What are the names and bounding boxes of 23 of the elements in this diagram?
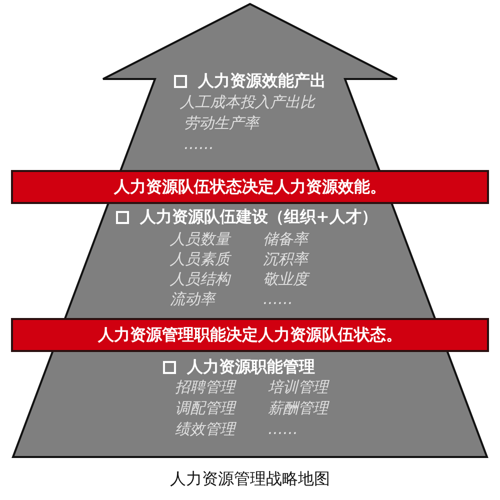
- metric-item: 流动率: [170, 291, 215, 308]
- metric-item: 人工成本投入产出比: [180, 94, 315, 110]
- statement-text: 人力资源队伍状态决定人力资源效能。: [114, 176, 386, 198]
- metric-item: 薪酬管理: [268, 400, 328, 416]
- metric-item: 人员结构: [170, 271, 230, 288]
- metric-item: 储备率: [263, 231, 308, 248]
- metric-item: 人员素质: [170, 251, 230, 268]
- metric-item: ……: [184, 136, 214, 152]
- metric-item: ……: [268, 421, 298, 438]
- metric-item: 人员数量: [170, 231, 230, 248]
- section-heading: 人力资源队伍建设（组织+人才）: [140, 208, 378, 226]
- metric-item: 培训管理: [268, 379, 328, 396]
- caption: 人力资源管理战略地图: [169, 470, 331, 488]
- section-heading: 人力资源职能管理: [187, 358, 315, 376]
- metric-item: 绩效管理: [175, 421, 235, 438]
- section-heading: 人力资源效能产出: [198, 72, 326, 90]
- metric-item: ……: [263, 291, 293, 308]
- statement-text: 人力资源管理职能决定人力资源队伍状态。: [98, 324, 402, 346]
- metric-item: 沉积率: [263, 251, 308, 268]
- metric-item: 敬业度: [263, 271, 308, 288]
- metric-item: 招聘管理: [175, 379, 235, 396]
- metric-item: 调配管理: [175, 400, 235, 416]
- metric-item: 劳动生产率: [184, 115, 259, 132]
